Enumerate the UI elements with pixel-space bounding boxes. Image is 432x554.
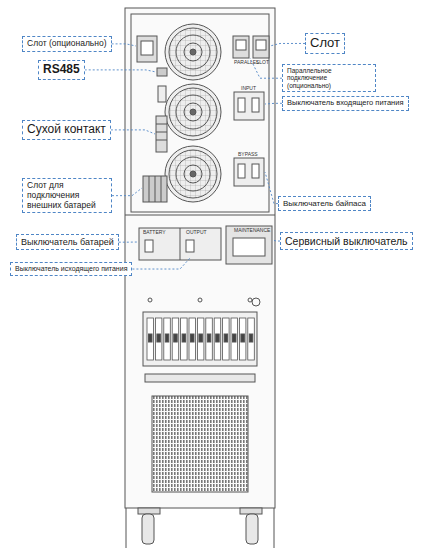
- callout-box: Слот для подключения внешних батарей: [22, 178, 112, 213]
- leader-line: [85, 70, 156, 72]
- leader-line: [273, 240, 280, 241]
- panel-marking: OUTPUT: [186, 230, 207, 235]
- leader-line: [132, 258, 190, 269]
- callout-text: Выключатель байпаса: [283, 199, 366, 208]
- callout-box: Выключатель батарей: [16, 234, 119, 250]
- leader-line: [111, 130, 155, 134]
- fan: [165, 24, 221, 80]
- callout-text: Параллельное подключение (опционально): [287, 67, 371, 89]
- panel-marking: BYPASS: [238, 152, 258, 157]
- callout-text: Сухой контакт: [27, 123, 106, 137]
- leader-line: [112, 44, 136, 46]
- leader-line: [265, 172, 278, 204]
- callout-text: RS485: [43, 63, 80, 77]
- callout-box: Выключатель байпаса: [278, 196, 371, 211]
- callout-text: Слот: [310, 36, 340, 51]
- panel-marking: BATTERY: [143, 230, 166, 235]
- panel-marking: SLOT: [256, 60, 269, 65]
- leader-line: [119, 242, 138, 243]
- callout-box: Сухой контакт: [22, 120, 111, 140]
- callout-box: Слот: [305, 33, 345, 54]
- fan: [165, 146, 221, 202]
- panel-marking: PARALLEL: [234, 60, 259, 65]
- panel-marking: INPUT: [241, 86, 256, 91]
- callout-text: Слот для подключения внешних батарей: [27, 181, 107, 210]
- panel-marking: MAINTENANCE: [234, 228, 270, 233]
- callout-box: Слот (опционально): [22, 36, 112, 52]
- callout-text: Слот (опционально): [27, 39, 107, 49]
- callout-box: Выключатель исходящего питания: [10, 262, 132, 276]
- callout-text: Выключатель исходящего питания: [15, 265, 127, 273]
- callout-text: Сервисный выключатель: [285, 235, 408, 247]
- leader-line: [270, 43, 305, 46]
- callout-box: Выключатель входящего питания: [282, 96, 409, 111]
- leader-line: [265, 103, 282, 105]
- callout-text: Выключатель входящего питания: [287, 99, 404, 108]
- fan: [165, 84, 221, 140]
- callout-box: Параллельное подключение (опционально): [282, 64, 376, 92]
- callout-box: RS485: [38, 60, 85, 80]
- leader-line: [112, 188, 142, 196]
- callout-text: Выключатель батарей: [21, 237, 114, 247]
- callout-box: Сервисный выключатель: [280, 232, 413, 250]
